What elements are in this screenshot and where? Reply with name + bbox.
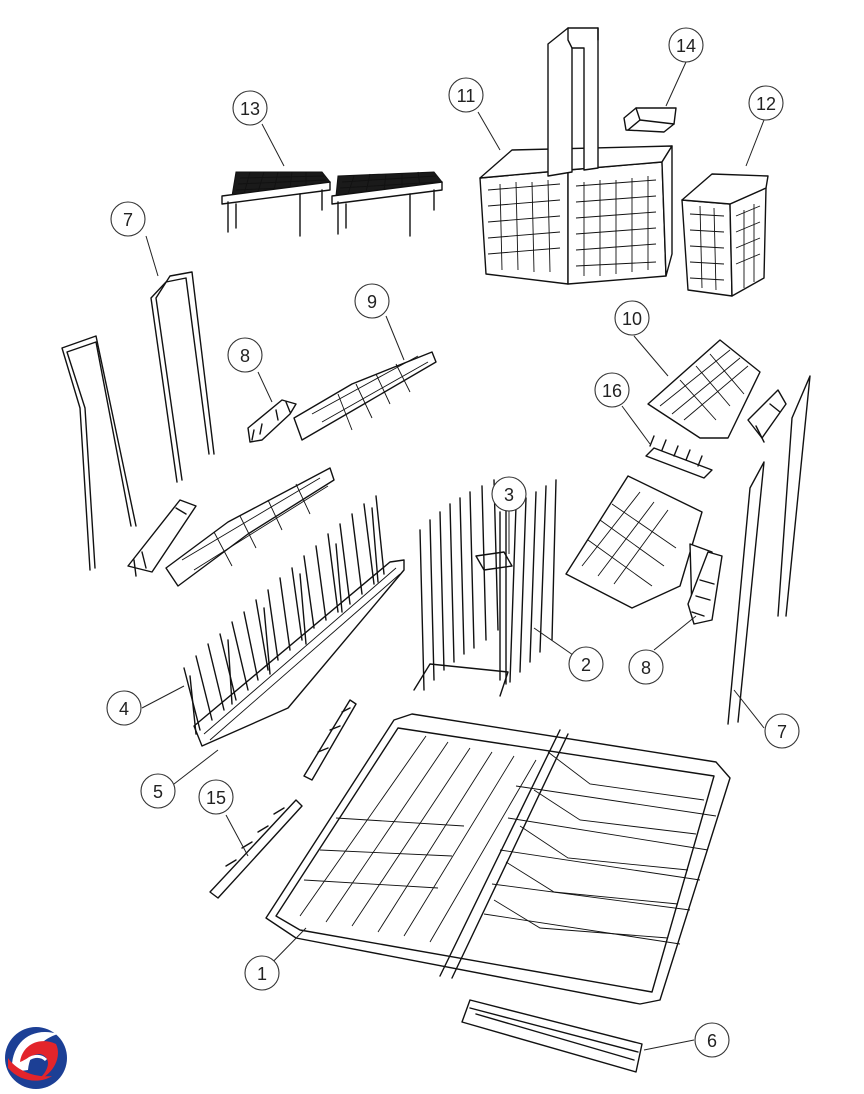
part-15-hook-bars bbox=[209, 699, 357, 899]
callout-11: 11 bbox=[448, 77, 484, 113]
part-11-cutlery-basket bbox=[479, 27, 673, 285]
callout-16-label: 16 bbox=[602, 381, 622, 401]
callout-2-label: 2 bbox=[581, 655, 591, 675]
callout-8-lower-label: 8 bbox=[641, 658, 651, 678]
part-12-small-cutlery-basket bbox=[681, 173, 769, 297]
callout-7-right-label: 7 bbox=[777, 722, 787, 742]
callout-9: 9 bbox=[354, 283, 390, 319]
callout-8-upper-label: 8 bbox=[240, 346, 250, 366]
part-2-3-tine-rack bbox=[413, 479, 557, 697]
part-1-main-basket bbox=[265, 713, 731, 1005]
part-14-small-tray bbox=[623, 107, 677, 133]
part-7-right-wire-rods bbox=[727, 375, 811, 725]
callout-6-label: 6 bbox=[707, 1031, 717, 1051]
part-13-cup-shelf-grids bbox=[221, 171, 443, 237]
part-16-comb-insert bbox=[645, 435, 713, 479]
callout-12: 12 bbox=[748, 85, 784, 121]
part-6-rail bbox=[461, 999, 643, 1073]
callout-1: 1 bbox=[244, 955, 280, 991]
part-7-left-wire-rods bbox=[61, 271, 215, 571]
callout-9-label: 9 bbox=[367, 292, 377, 312]
part-10-cup-shelf bbox=[647, 339, 787, 443]
callout-4-label: 4 bbox=[119, 699, 129, 719]
callout-14: 14 bbox=[668, 27, 704, 63]
callout-7-left-label: 7 bbox=[123, 210, 133, 230]
part-4-plate-rack bbox=[183, 495, 405, 747]
callout-11-label: 11 bbox=[457, 86, 476, 106]
callout-3: 3 bbox=[491, 476, 527, 512]
callout-13: 13 bbox=[232, 90, 268, 126]
callout-8-upper: 8 bbox=[227, 337, 263, 373]
callout-15: 15 bbox=[198, 779, 234, 815]
callout-12-label: 12 bbox=[756, 94, 776, 114]
part-8-clip-lower bbox=[687, 551, 723, 625]
callout-15-label: 15 bbox=[206, 788, 226, 808]
callout-10: 10 bbox=[614, 300, 650, 336]
callout-8-lower: 8 bbox=[628, 649, 664, 685]
part-10-lower-shelf bbox=[565, 475, 713, 613]
callout-7-right: 7 bbox=[764, 713, 800, 749]
callout-16: 16 bbox=[594, 372, 630, 408]
leader-lines bbox=[141, 61, 765, 1051]
callout-1-label: 1 bbox=[257, 964, 267, 984]
callout-6: 6 bbox=[694, 1022, 730, 1058]
callout-13-label: 13 bbox=[240, 99, 260, 119]
callout-5: 5 bbox=[140, 773, 176, 809]
callout-2: 2 bbox=[568, 646, 604, 682]
callout-3-label: 3 bbox=[504, 485, 514, 505]
callout-4: 4 bbox=[106, 690, 142, 726]
callout-10-label: 10 bbox=[622, 309, 642, 329]
part-9-folding-shelf bbox=[127, 351, 437, 587]
callout-7-left: 7 bbox=[110, 201, 146, 237]
callout-5-label: 5 bbox=[153, 782, 163, 802]
brand-logo bbox=[5, 1027, 67, 1089]
callout-14-label: 14 bbox=[676, 36, 696, 56]
part-8-clip-upper bbox=[247, 399, 297, 443]
